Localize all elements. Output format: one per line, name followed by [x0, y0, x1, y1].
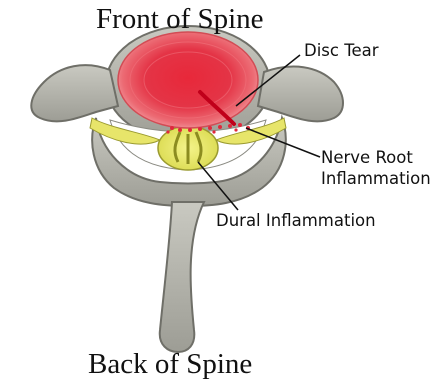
back-of-spine-title: Back of Spine	[88, 348, 252, 381]
nerve-root-label-line1: Nerve Root	[321, 147, 431, 168]
right-transverse-process	[258, 67, 343, 122]
left-transverse-process	[31, 65, 118, 121]
nerve-root-label: Nerve Root Inflammation	[321, 147, 431, 189]
intervertebral-disc	[118, 32, 258, 128]
spinous-process	[160, 202, 204, 352]
disc-tear-label: Disc Tear	[304, 40, 379, 61]
front-of-spine-title: Front of Spine	[96, 3, 264, 36]
dural-inflammation-label: Dural Inflammation	[216, 210, 376, 231]
nerve-root-label-line2: Inflammation	[321, 168, 431, 189]
